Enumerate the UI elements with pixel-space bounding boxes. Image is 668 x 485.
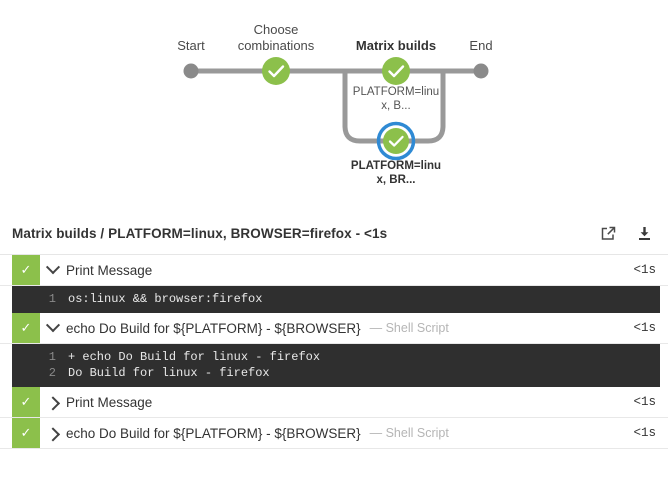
branch-node-1[interactable] [382,57,410,85]
step-type: — Shell Script [369,426,449,440]
console-line: 1 + echo Do Build for linux - firefox [12,349,660,365]
stage-label-matrix-builds: Matrix builds [355,38,437,53]
console-line: 2 Do Build for linux - firefox [12,365,660,381]
console-line-number: 2 [48,366,56,380]
log-header-actions [598,223,654,243]
step-header[interactable]: ✓ Print Message <1s [0,255,668,286]
console-line-text: os:linux && browser:firefox [68,292,263,306]
log-header: Matrix builds / PLATFORM=linux, BROWSER=… [0,210,668,254]
step-console-output[interactable]: 1 + echo Do Build for linux - firefox 2 … [12,344,660,387]
stage-label-start: Start [177,38,205,53]
step-name: Print Message [66,262,153,278]
step-duration: <1s [633,395,656,409]
pipeline-graph: Start Choose combinations Matrix builds … [0,0,668,210]
step-item: ✓ echo Do Build for ${PLATFORM} - ${BROW… [0,418,668,449]
step-item: ✓ Print Message <1s 1 os:linux && browse… [0,255,668,313]
end-node-dot[interactable] [473,63,489,79]
branch-node-2-label-line2: x, BR... [376,174,416,186]
step-status-success-icon: ✓ [12,313,40,343]
console-line-text: + echo Do Build for linux - firefox [68,350,321,364]
log-panel: Matrix builds / PLATFORM=linux, BROWSER=… [0,210,668,449]
branch-node-1-label-line2: x, B... [381,100,411,112]
step-list: ✓ Print Message <1s 1 os:linux && browse… [0,254,668,449]
step-header[interactable]: ✓ echo Do Build for ${PLATFORM} - ${BROW… [0,418,668,449]
pipeline-graph-svg [183,57,489,161]
connector-lower-branch-out [396,71,446,144]
step-status-gutter [0,387,12,417]
stage-label-choose-line2: combinations [237,38,315,53]
start-node-dot[interactable] [183,63,199,79]
step-status-success-icon: ✓ [12,255,40,285]
step-status-gutter [0,418,12,448]
connector-lower-branch-in [342,71,396,144]
step-expand-toggle[interactable] [40,427,66,442]
step-header[interactable]: ✓ Print Message <1s [0,387,668,418]
step-status-gutter [0,255,12,285]
stage-node-choose-combinations[interactable] [262,57,290,85]
step-duration: <1s [633,263,656,277]
step-name: echo Do Build for ${PLATFORM} - ${BROWSE… [66,425,361,441]
branch-node-1-label-line1: PLATFORM=linu [352,86,440,98]
step-duration: <1s [633,321,656,335]
step-status-success-icon: ✓ [12,418,40,448]
stage-label-choose-line1: Choose [253,22,299,37]
step-expand-toggle[interactable] [40,260,66,275]
step-duration: <1s [633,426,656,440]
step-status-gutter [0,313,12,343]
log-title: Matrix builds / PLATFORM=linux, BROWSER=… [12,225,388,241]
console-line-text: Do Build for linux - firefox [68,366,270,380]
console-line: 1 os:linux && browser:firefox [12,291,660,307]
step-item: ✓ Print Message <1s [0,387,668,418]
step-header[interactable]: ✓ echo Do Build for ${PLATFORM} - ${BROW… [0,313,668,344]
step-item: ✓ echo Do Build for ${PLATFORM} - ${BROW… [0,313,668,387]
step-name: echo Do Build for ${PLATFORM} - ${BROWSE… [66,320,361,336]
open-external-icon[interactable] [598,223,618,243]
branch-node-2-label-line1: PLATFORM=linu [350,160,442,172]
step-name: Print Message [66,394,153,410]
console-line-number: 1 [48,350,56,364]
step-type: — Shell Script [369,321,449,335]
step-console-output[interactable]: 1 os:linux && browser:firefox [12,286,660,313]
step-expand-toggle[interactable] [40,396,66,411]
step-status-success-icon: ✓ [12,387,40,417]
step-expand-toggle[interactable] [40,318,66,333]
stage-label-end: End [469,38,493,53]
download-icon[interactable] [634,223,654,243]
console-line-number: 1 [48,292,56,306]
branch-node-2-selected[interactable] [376,121,416,161]
